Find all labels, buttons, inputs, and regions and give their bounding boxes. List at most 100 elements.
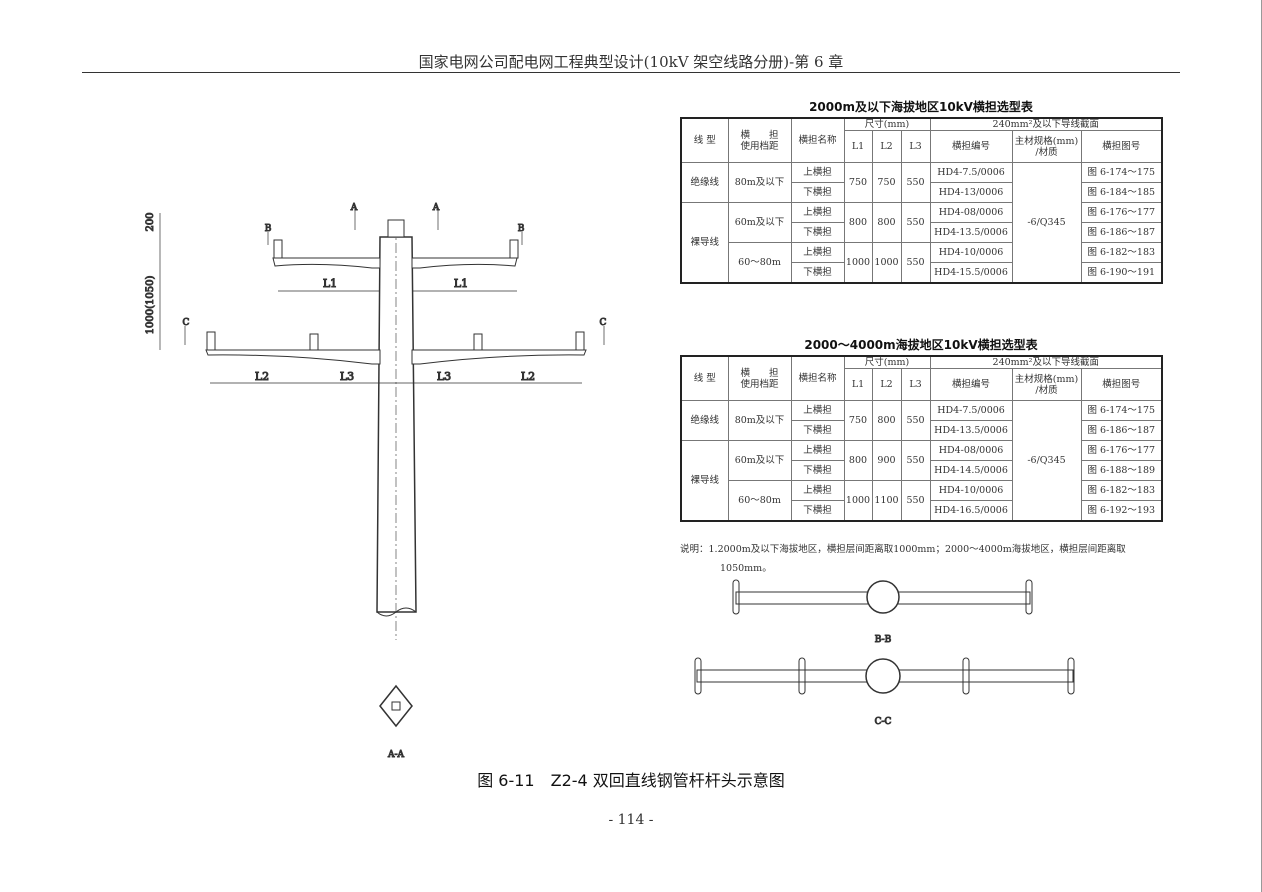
header-cell: 主材规格(mm) /材质 <box>1011 368 1082 401</box>
figure-ref-cell: 图 6-192～193 <box>1080 500 1163 522</box>
figure-ref-cell: 图 6-174～175 <box>1080 162 1163 183</box>
header-cell: 横 担 使用档距 <box>727 355 792 401</box>
header-cell: 尺寸(mm) <box>843 117 931 131</box>
table-title: 2000～4000m海拔地区10kV横担选型表 <box>804 338 1038 352</box>
view-cc-label: C-C <box>875 717 892 727</box>
line-type-cell: 裸导线 <box>680 202 729 284</box>
span-cell: 80m及以下 <box>727 162 792 203</box>
figure-ref-cell: 图 6-190～191 <box>1080 262 1163 284</box>
dimension-cell: 750 <box>843 400 873 441</box>
section-a-label: A <box>350 203 358 213</box>
span-cell: 80m及以下 <box>727 400 792 441</box>
crossarm-name-cell: 上横担 <box>790 440 845 461</box>
dim-l1: L1 <box>454 277 468 290</box>
crossarm-name-cell: 上横担 <box>790 480 845 501</box>
span-cell: 60m及以下 <box>727 440 792 481</box>
crossarm-name-cell: 上横担 <box>790 202 845 223</box>
dimension-cell: 1000 <box>843 480 873 522</box>
dimension-cell: 800 <box>843 202 873 243</box>
section-a-label: A <box>432 203 440 213</box>
span-cell: 60～80m <box>727 480 792 522</box>
figure-ref-cell: 图 6-186～187 <box>1080 222 1163 243</box>
view-aa-label: A-A <box>387 750 405 760</box>
dimension-cell: 550 <box>900 162 931 203</box>
dimension-cell: 550 <box>900 400 931 441</box>
header-cell: 240mm²及以下导线截面 <box>929 355 1163 369</box>
note: 说明：1.2000m及以下海拔地区，横担层间距离取1000mm；2000～400… <box>680 540 1126 578</box>
header-cell: 横担名称 <box>790 117 845 163</box>
page-number: - 114 - <box>608 812 654 828</box>
line-type-cell: 裸导线 <box>680 440 729 522</box>
header-cell: L3 <box>900 130 931 163</box>
figure-ref-cell: 图 6-186～187 <box>1080 420 1163 441</box>
crossarm-code-cell: HD4-10/0006 <box>929 480 1013 501</box>
dim-l3: L3 <box>437 370 451 383</box>
crossarm-code-cell: HD4-13/0006 <box>929 182 1013 203</box>
crossarm-name-cell: 上横担 <box>790 400 845 421</box>
crossarm-code-cell: HD4-13.5/0006 <box>929 420 1013 441</box>
header-cell: 主材规格(mm) /材质 <box>1011 130 1082 163</box>
header-cell: 尺寸(mm) <box>843 355 931 369</box>
crossarm-code-cell: HD4-7.5/0006 <box>929 162 1013 183</box>
header-cell: 横担编号 <box>929 368 1013 401</box>
crossarm-name-cell: 上横担 <box>790 162 845 183</box>
crossarm-name-cell: 上横担 <box>790 242 845 263</box>
dimension-cell: 1100 <box>871 480 902 522</box>
dimension-cell: 800 <box>843 440 873 481</box>
header-cell: L1 <box>843 368 873 401</box>
running-header: 国家电网公司配电网工程典型设计(10kV 架空线路分册)-第 6 章 <box>418 53 844 71</box>
section-c-label: C <box>183 318 190 328</box>
dimension-cell: 550 <box>900 242 931 284</box>
header-cell: 240mm²及以下导线截面 <box>929 117 1163 131</box>
insulators <box>206 239 585 351</box>
crossarm-code-cell: HD4-13.5/0006 <box>929 222 1013 243</box>
crossarm-code-cell: HD4-08/0006 <box>929 440 1013 461</box>
crossarm-code-cell: HD4-14.5/0006 <box>929 460 1013 481</box>
dimension-cell: 550 <box>900 440 931 481</box>
header-cell: 线 型 <box>680 355 729 401</box>
header-cell: L1 <box>843 130 873 163</box>
figure-ref-cell: 图 6-176～177 <box>1080 202 1163 223</box>
section-b-label: B <box>265 224 272 234</box>
crossarm-name-cell: 下横担 <box>790 182 845 203</box>
section-b-b: B-B <box>732 579 1033 646</box>
dimension-cell: 550 <box>900 202 931 243</box>
view-bb-label: B-B <box>875 635 892 645</box>
dim-l2: L2 <box>255 370 269 383</box>
span-cell: 60m及以下 <box>727 202 792 243</box>
note-line: 1050mm。 <box>720 563 772 574</box>
header-cell: 线 型 <box>680 117 729 163</box>
header-cell: 横 担 使用档距 <box>727 117 792 163</box>
section-b-label: B <box>518 224 525 234</box>
header-cell: 横担名称 <box>790 355 845 401</box>
span-cell: 60～80m <box>727 242 792 284</box>
figure-ref-cell: 图 6-174～175 <box>1080 400 1163 421</box>
dimension-cell: 1000 <box>843 242 873 284</box>
table-header-row: 线 型横 担 使用档距横担名称尺寸(mm)240mm²及以下导线截面 <box>680 355 1163 401</box>
material-cell: -6/Q345 <box>1011 400 1082 522</box>
header-cell: L2 <box>871 130 902 163</box>
dimension-cell: 800 <box>871 400 902 441</box>
pole-elevation: A A B B C C L1 L1 L2 L3 L3 L2 200 1000(1… <box>145 203 607 640</box>
crossarm-name-cell: 下横担 <box>790 222 845 243</box>
dim-l3: L3 <box>340 370 354 383</box>
crossarm-name-cell: 下横担 <box>790 420 845 441</box>
crossarm-code-cell: HD4-08/0006 <box>929 202 1013 223</box>
header-cell: 横担编号 <box>929 130 1013 163</box>
material-cell: -6/Q345 <box>1011 162 1082 284</box>
crossarm-code-cell: HD4-7.5/0006 <box>929 400 1013 421</box>
figure-ref-cell: 图 6-182～183 <box>1080 480 1163 501</box>
dim-l1: L1 <box>323 277 337 290</box>
dimension-cell: 800 <box>871 202 902 243</box>
